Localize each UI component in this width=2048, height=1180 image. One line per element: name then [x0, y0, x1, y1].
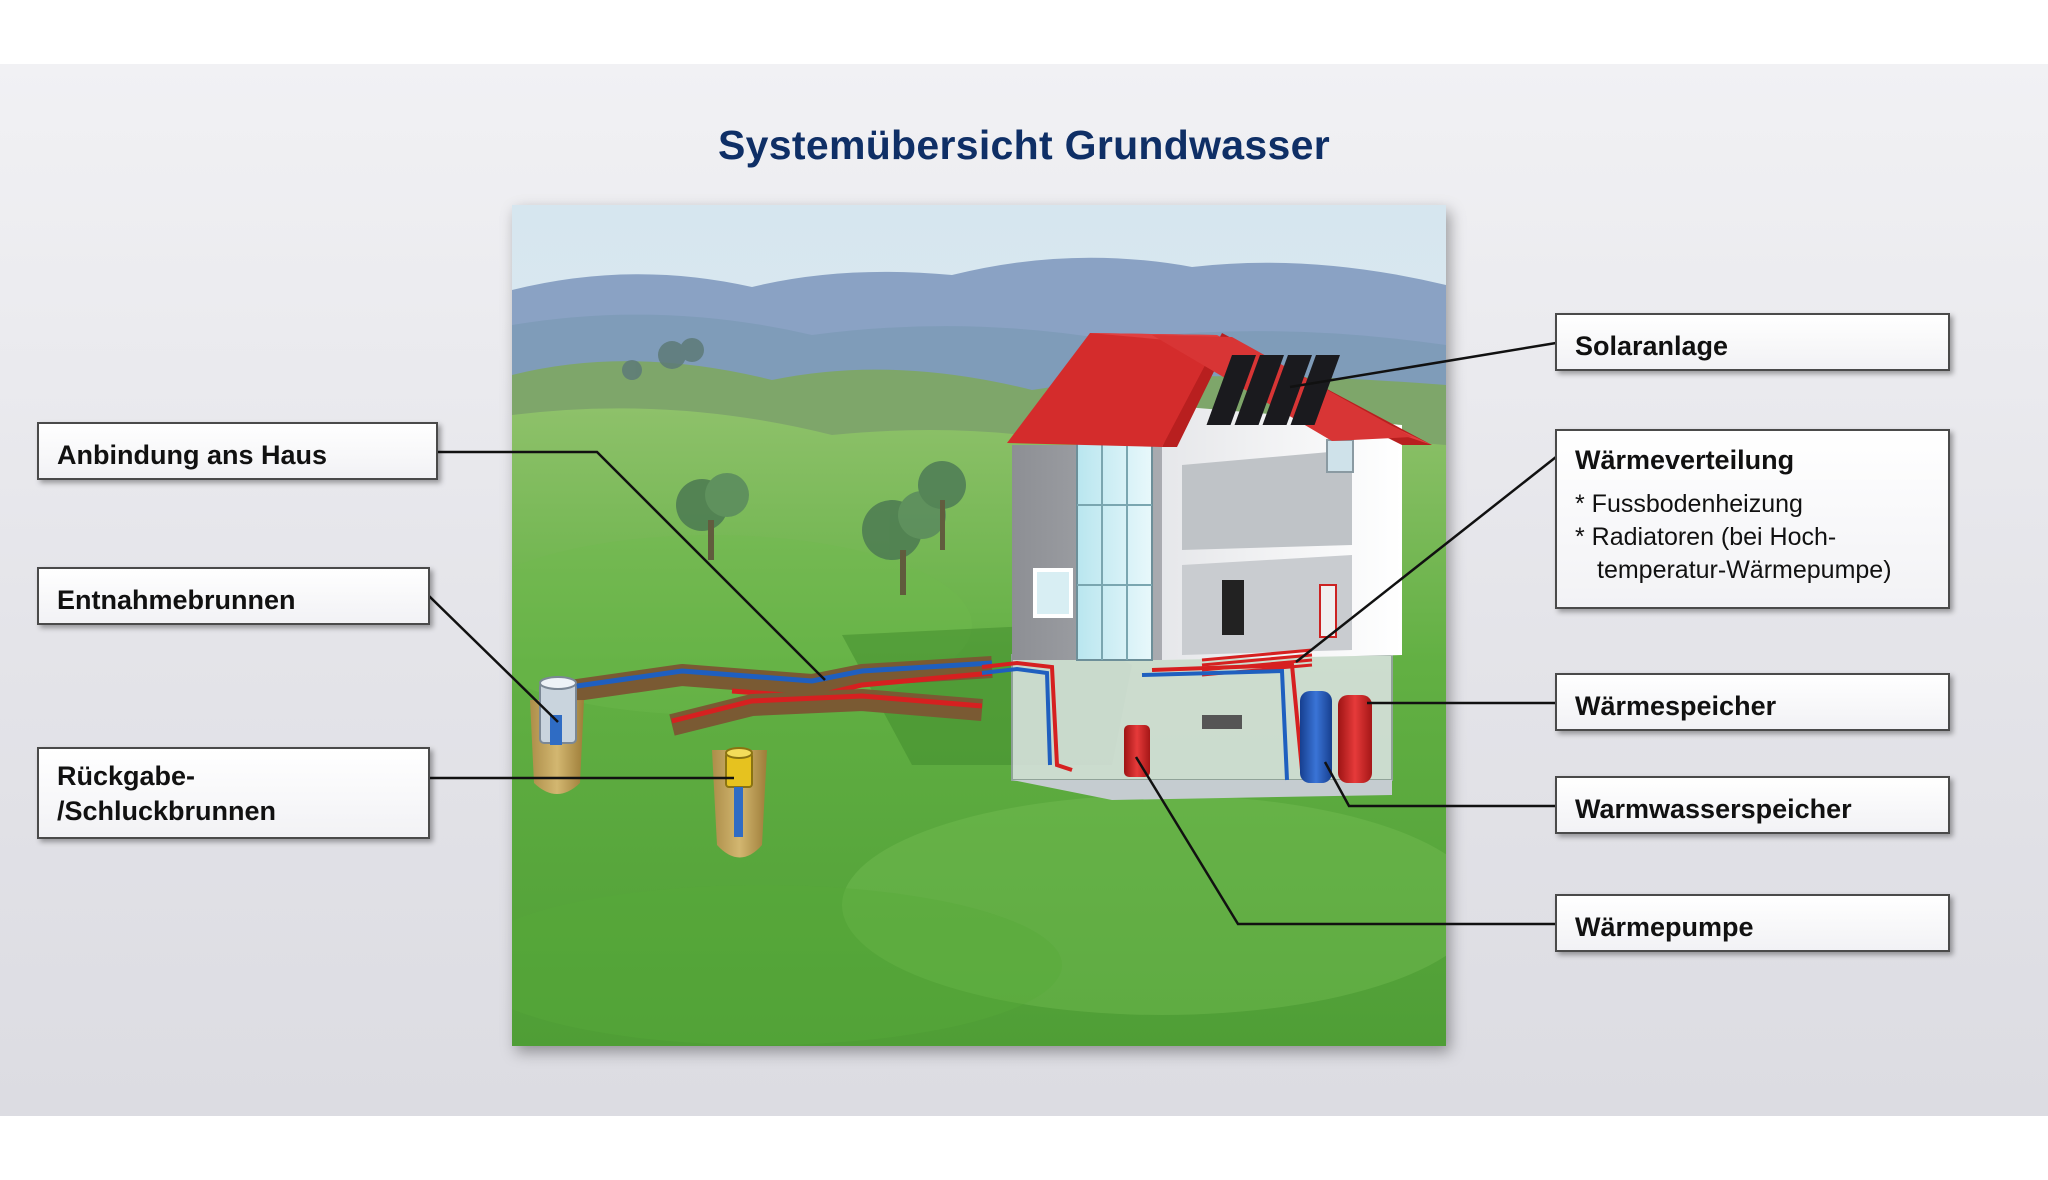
label-waermeverteilung: Wärmeverteilung * Fussbodenheizung * Rad…: [1555, 429, 1950, 609]
label-solaranlage-text: Solaranlage: [1575, 331, 1729, 361]
label-rueckgabe: Rückgabe- /Schluckbrunnen: [37, 747, 430, 839]
label-entnahmebrunnen: Entnahmebrunnen: [37, 567, 430, 625]
label-anbindung: Anbindung ans Haus: [37, 422, 438, 480]
label-rueckgabe-line2: /Schluckbrunnen: [57, 796, 277, 826]
page-title: Systemübersicht Grundwasser: [718, 122, 1330, 168]
label-waermepumpe-text: Wärmepumpe: [1575, 912, 1754, 942]
label-waermeverteilung-title: Wärmeverteilung: [1575, 445, 1795, 475]
leader-line-entnahme: [428, 595, 559, 723]
label-rueckgabe-line1: Rückgabe-: [57, 761, 196, 791]
leader-line-solar: [1289, 341, 1557, 389]
label-waermespeicher: Wärmespeicher: [1555, 673, 1950, 731]
label-waermepumpe: Wärmepumpe: [1555, 894, 1950, 952]
label-waermeverteilung-item2-line1: * Radiatoren (bei Hoch-: [1575, 523, 1837, 551]
leader-line-verteilung: [1295, 456, 1557, 663]
leader-line-pumpe: [1134, 756, 1556, 926]
label-warmwasserspeicher-text: Warmwasserspeicher: [1575, 794, 1852, 824]
label-waermeverteilung-item1: * Fussbodenheizung: [1575, 490, 1803, 518]
leader-line-anbindung: [437, 450, 826, 681]
label-entnahmebrunnen-text: Entnahmebrunnen: [57, 585, 296, 615]
label-anbindung-text: Anbindung ans Haus: [57, 440, 327, 470]
label-solaranlage: Solaranlage: [1555, 313, 1950, 371]
leader-line-warmwasser: [1323, 761, 1556, 808]
label-warmwasserspeicher: Warmwasserspeicher: [1555, 776, 1950, 834]
label-waermespeicher-text: Wärmespeicher: [1575, 691, 1777, 721]
house-illustration: [512, 205, 1446, 1046]
label-waermeverteilung-item2-line2: temperatur-Wärmepumpe): [1597, 556, 1892, 584]
